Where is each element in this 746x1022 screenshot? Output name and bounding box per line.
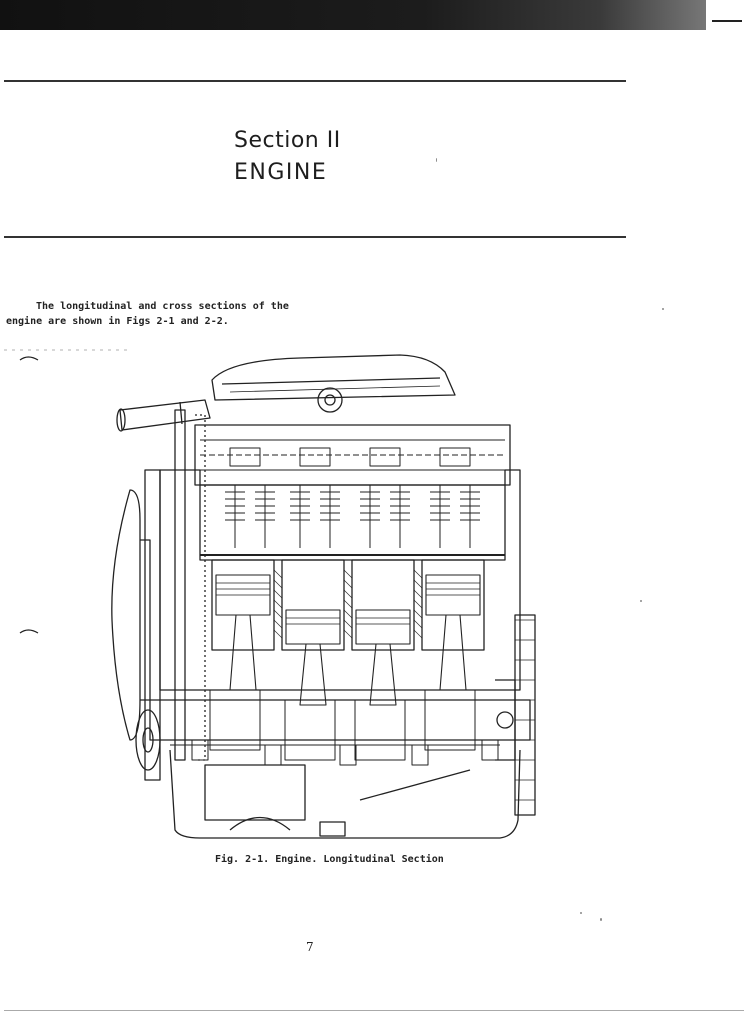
figure-caption: Fig. 2-1. Engine. Longitudinal Section bbox=[215, 854, 444, 865]
scan-speck bbox=[436, 158, 437, 162]
scan-speck bbox=[640, 600, 642, 602]
footer-rule bbox=[4, 1010, 744, 1011]
top-rule bbox=[4, 80, 626, 82]
top-border-bar bbox=[0, 0, 706, 30]
scan-speck bbox=[580, 912, 582, 914]
intro-line-2: engine are shown in Figs 2-1 and 2-2. bbox=[6, 316, 229, 327]
section-title: ENGINE bbox=[234, 160, 328, 185]
page-number: 7 bbox=[306, 940, 314, 954]
section-label: Section II bbox=[234, 128, 341, 153]
engine-drawing bbox=[4, 349, 536, 839]
bottom-rule bbox=[4, 236, 626, 238]
intro-paragraph: The longitudinal and cross sections of t… bbox=[6, 299, 306, 329]
scan-speck bbox=[662, 308, 664, 310]
engine-longitudinal-section-figure bbox=[0, 340, 746, 860]
scan-speck bbox=[600, 918, 602, 921]
intro-line-1: The longitudinal and cross sections of t… bbox=[36, 301, 289, 312]
corner-mark bbox=[712, 20, 742, 22]
